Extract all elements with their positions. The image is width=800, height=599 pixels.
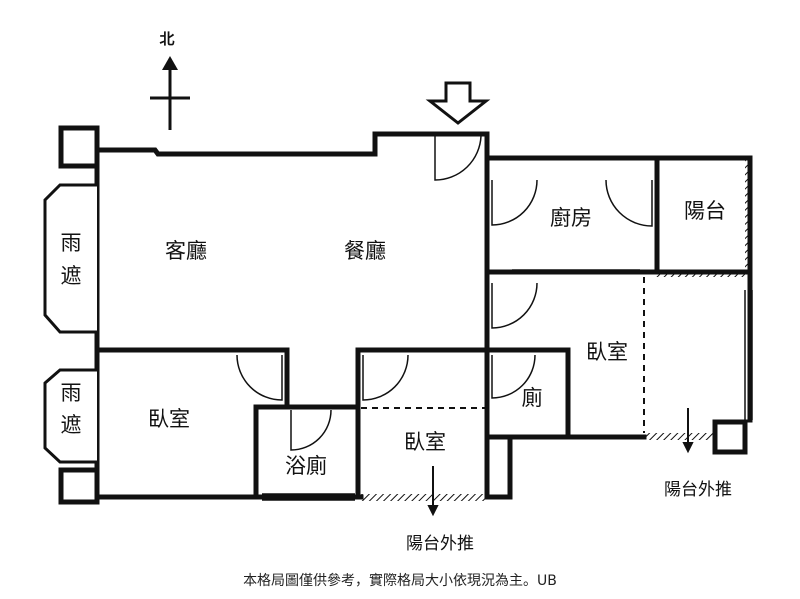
rain-shelter-bottom-char-1: 雨 [61, 381, 82, 405]
room-label-living-room: 客廳 [165, 239, 207, 263]
windows [262, 269, 753, 501]
rain-shelter-bottom-char-2: 遮 [61, 413, 82, 437]
room-label-bedroom-middle: 臥室 [404, 430, 446, 454]
room-label-balcony: 陽台 [684, 199, 726, 223]
entrance-arrow-icon [425, 81, 491, 125]
columns [58, 125, 748, 505]
room-label-bedroom-east: 臥室 [586, 340, 628, 364]
north-label: 北 [159, 30, 174, 48]
rain-shelter-top-char-2: 遮 [61, 264, 82, 288]
walls [94, 131, 753, 500]
room-label-toilet: 廁 [522, 386, 543, 410]
note-balcony-push-out-middle: 陽台外推 [406, 534, 474, 554]
disclaimer-text: 本格局圖僅供參考，實際格局大小依現況為主。UB [243, 572, 557, 589]
room-label-kitchen: 廚房 [550, 206, 592, 230]
doors [236, 135, 653, 451]
rain-shelter-top-char-1: 雨 [61, 231, 82, 255]
rain-shelter-bays [43, 183, 97, 464]
room-label-bedroom-west: 臥室 [148, 407, 190, 431]
room-label-dining-room: 餐廳 [344, 239, 386, 263]
push-out-arrows [427, 408, 694, 517]
room-label-bathroom: 浴廁 [285, 454, 327, 478]
north-arrow: 北 [150, 30, 190, 130]
note-balcony-push-out-east: 陽台外推 [664, 480, 732, 500]
dashed-lines [361, 277, 645, 433]
